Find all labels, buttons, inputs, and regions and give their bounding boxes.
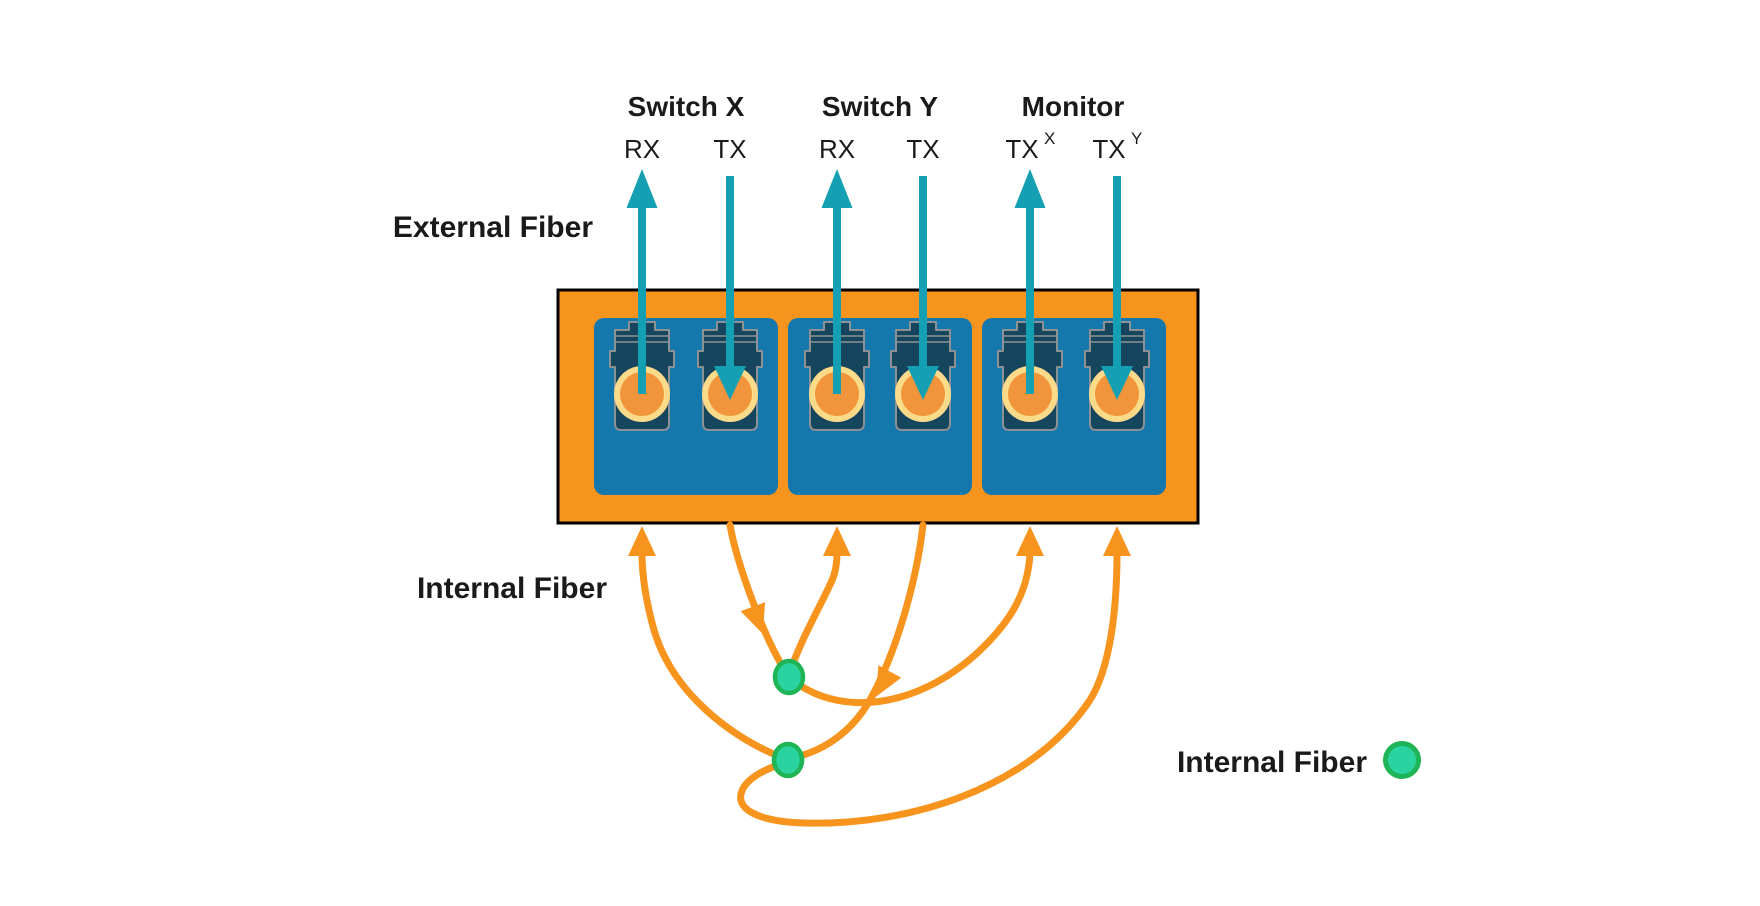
fiber-splitter2-to-switchx-rx — [638, 549, 792, 764]
internal-arrowhead-monitor-txx — [1016, 526, 1044, 556]
splitter-dot-2 — [771, 741, 805, 779]
port-label-switchx-rx: RX — [624, 134, 660, 164]
internal-fiber-paths — [638, 521, 1121, 827]
fiber-splitter1-to-switchy-rx — [785, 549, 841, 679]
legend-label: Internal Fiber — [1177, 746, 1367, 779]
external-fiber-arrows — [626, 169, 1133, 400]
internal-arrowhead-switchx-rx — [628, 526, 656, 556]
external-arrowhead-switchy-rx — [821, 169, 853, 208]
port-label-monitor-txx-sup: X — [1044, 129, 1055, 148]
fiber-switchy-tx-to-splitter2 — [788, 521, 927, 762]
fiber-splitter1-to-monitor-txx — [787, 549, 1034, 707]
external-fiber-label: External Fiber — [393, 211, 593, 244]
port-label-switchy-rx: RX — [819, 134, 855, 164]
port-label-switchy-tx: TX — [906, 134, 939, 164]
fiber-splitter2-to-monitor-txy — [737, 549, 1121, 827]
fiber-switchx-tx-to-splitter1 — [726, 521, 790, 676]
internal-arrowhead-switchx-feed — [740, 602, 776, 639]
port-label-switchx-tx: TX — [713, 134, 746, 164]
internal-arrowhead-switchy-rx — [823, 526, 851, 556]
group-label-switch-x: Switch X — [628, 91, 745, 122]
splitter-dot-1 — [772, 658, 806, 696]
external-arrowhead-switchx-rx — [626, 169, 658, 208]
port-label-monitor-txx: TX — [1005, 134, 1038, 164]
internal-arrowhead-monitor-txy — [1103, 526, 1131, 556]
external-arrowhead-monitor-txx — [1014, 169, 1046, 208]
legend-green-dot-icon — [1383, 741, 1421, 779]
group-label-switch-y: Switch Y — [822, 91, 939, 122]
internal-fiber-label: Internal Fiber — [417, 572, 607, 605]
group-label-monitor: Monitor — [1022, 91, 1125, 122]
port-label-monitor-txy-sup: Y — [1131, 129, 1142, 148]
legend: Internal Fiber — [1177, 741, 1421, 779]
port-label-monitor-txy: TX — [1092, 134, 1125, 164]
